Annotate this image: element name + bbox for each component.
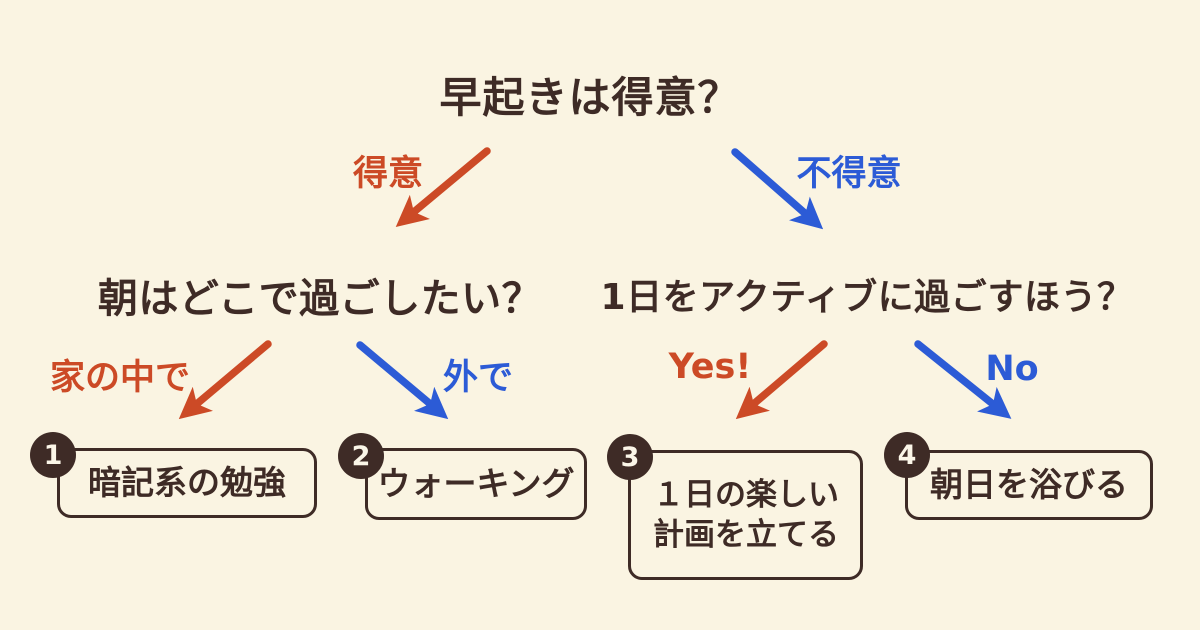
branch-label-good: 得意 [352,154,424,194]
result-box-morning-sun: 朝日を浴びる [905,450,1153,520]
branch-label-yes: Yes! [668,347,752,387]
result-number-badge: 1 [30,432,76,478]
result-number-badge: 2 [338,433,384,479]
question-active-day: 1日をアクティブに過ごすほう？ [600,277,1134,318]
result-box-fun-plan: １日の楽しい 計画を立てる [628,450,863,580]
branch-label-no: No [985,349,1039,389]
root-question: 早起きは得意？ [439,73,741,122]
result-text: 計画を立てる [653,517,839,553]
result-number-badge: 3 [607,434,653,480]
question-morning-where: 朝はどこで過ごしたい？ [97,276,543,322]
result-text: ウォーキング [377,464,575,503]
branch-label-outside: 外で [442,358,514,398]
result-box-walking: ウォーキング [365,448,587,520]
arrow-outside [356,341,449,420]
arrow-at-home [178,340,272,420]
branch-label-home: 家の中で [49,358,191,398]
result-text: １日の楽しい [653,477,839,513]
result-text: 暗記系の勉強 [88,463,286,502]
result-text: 朝日を浴びる [930,465,1128,504]
result-number-badge: 4 [884,432,930,478]
result-box-memorization-study: 暗記系の勉強 [57,448,317,518]
arrow-yes [735,340,828,420]
branch-label-not-good: 不得意 [796,154,902,194]
